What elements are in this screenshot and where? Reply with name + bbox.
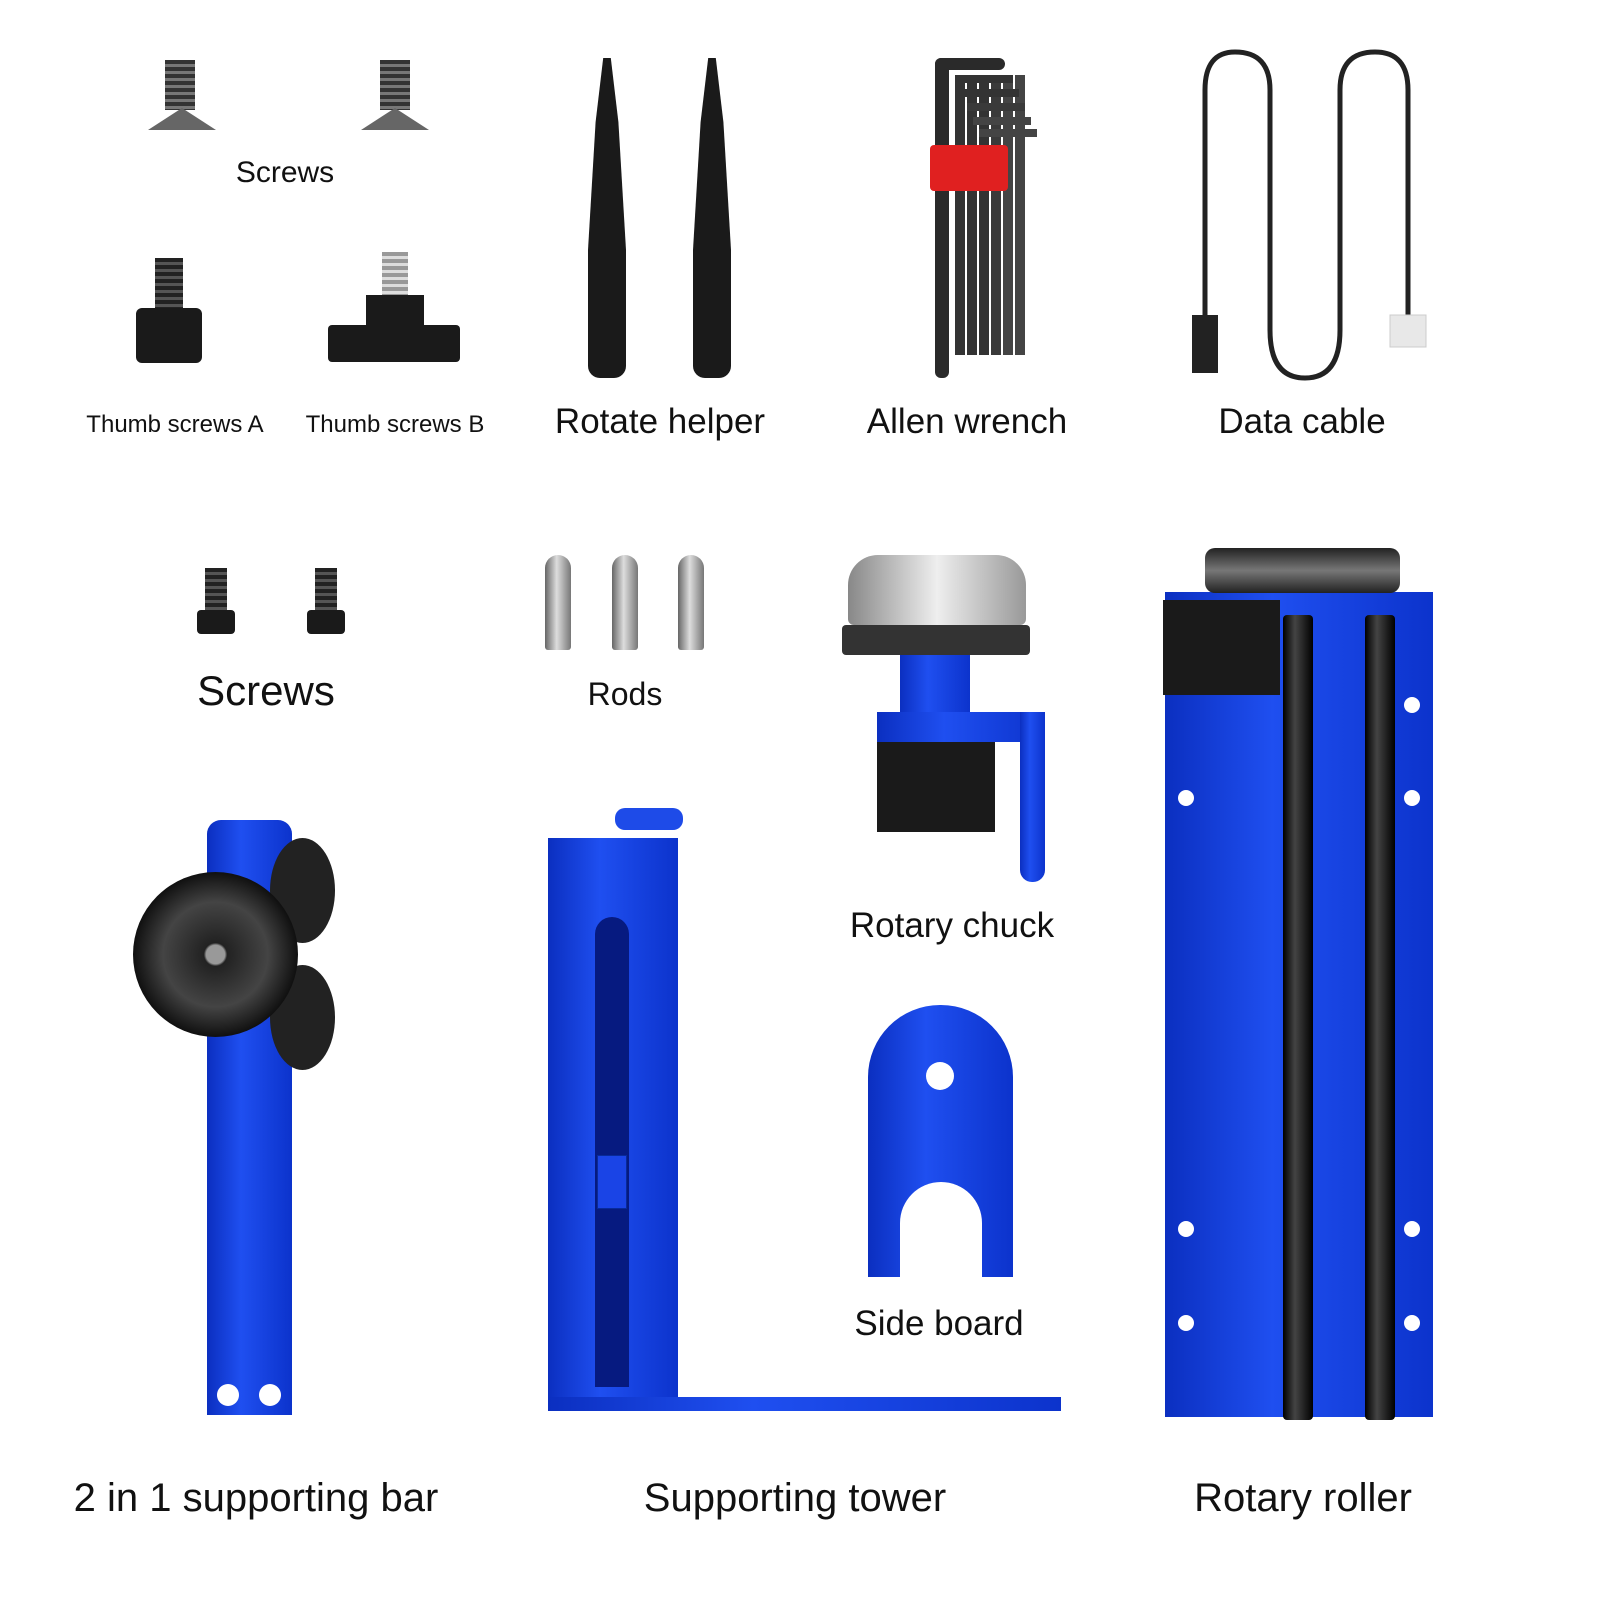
rotate-helper-pin — [693, 58, 731, 378]
socket-screw — [315, 568, 337, 613]
thumb-screw-b-knob — [366, 295, 424, 330]
allen-wrench-clip — [930, 145, 1008, 191]
roller-hole — [1178, 1221, 1194, 1237]
label-data-cable: Data cable — [1218, 402, 1386, 441]
label-thumb-screws-a: Thumb screws A — [86, 411, 264, 438]
roller-hole — [1404, 697, 1420, 713]
allen-wrench-short-arms — [955, 75, 1013, 83]
allen-wrench-set — [955, 75, 965, 355]
roller-rod — [1283, 615, 1313, 1420]
roller-hole — [1404, 1315, 1420, 1331]
label-screws-top: Screws — [235, 156, 335, 189]
roller-belt — [1205, 548, 1400, 593]
roller-hole — [1404, 1221, 1420, 1237]
label-supporting-tower: Supporting tower — [643, 1476, 947, 1520]
chuck-ring — [842, 625, 1030, 655]
thumb-screw-a — [155, 258, 183, 313]
tower-slot — [595, 917, 629, 1387]
label-thumb-screws-b: Thumb screws B — [305, 411, 485, 438]
label-rotary-roller: Rotary roller — [1194, 1476, 1412, 1520]
socket-screw — [205, 568, 227, 613]
thumb-screw-b — [382, 252, 408, 302]
allen-wrench-set — [935, 58, 1005, 70]
socket-screw-head — [307, 610, 345, 634]
bar-hole — [259, 1384, 281, 1406]
rod — [678, 555, 704, 650]
stepper-motor — [877, 742, 995, 832]
socket-screw-head — [197, 610, 235, 634]
allen-wrench-set — [935, 58, 949, 378]
label-screws-bottom: Screws — [197, 667, 335, 714]
label-rotate-helper: Rotate helper — [554, 402, 766, 441]
thumb-screw-b-base — [328, 325, 460, 362]
side-board-slot — [900, 1182, 982, 1278]
roller-motor — [1163, 600, 1280, 695]
tower-base — [548, 1397, 1061, 1411]
chuck-bracket — [877, 712, 1045, 742]
bar-cone-wheel — [133, 872, 298, 1037]
data-cable — [1192, 49, 1427, 381]
rod — [545, 555, 571, 650]
roller-hole — [1178, 1315, 1194, 1331]
roller-hole — [1178, 790, 1194, 806]
roller-rod — [1365, 615, 1395, 1420]
tower-slider-block — [597, 1155, 627, 1209]
roller-hole — [1404, 790, 1420, 806]
countersunk-screw — [380, 60, 410, 110]
label-rotary-chuck: Rotary chuck — [849, 906, 1055, 945]
tower-knob — [615, 808, 683, 830]
countersunk-screw — [165, 60, 195, 110]
bar-hole — [217, 1384, 239, 1406]
chuck-bracket-arm — [1020, 712, 1045, 882]
rotate-helper-pin — [588, 58, 626, 378]
label-rods: Rods — [587, 676, 663, 712]
label-supporting-bar: 2 in 1 supporting bar — [73, 1476, 439, 1520]
countersunk-screw-head — [361, 108, 429, 130]
label-allen-wrench: Allen wrench — [866, 402, 1068, 441]
countersunk-screw-head — [148, 108, 216, 130]
chuck-shaft — [900, 655, 970, 715]
side-board-hole — [926, 1062, 954, 1090]
chuck-jaws — [848, 555, 1026, 625]
thumb-screw-a-head — [136, 308, 202, 363]
label-side-board: Side board — [854, 1304, 1024, 1343]
rod — [612, 555, 638, 650]
